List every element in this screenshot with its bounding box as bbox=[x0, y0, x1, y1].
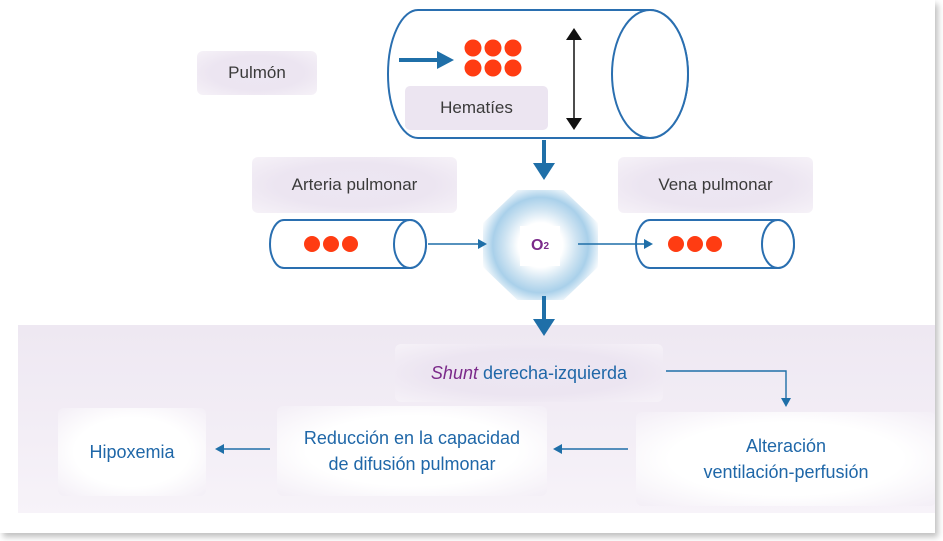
diagram-drawing bbox=[215, 9, 795, 454]
arrow-elbow-icon bbox=[666, 370, 791, 407]
hypoxemia-text: Hipoxemia bbox=[89, 442, 175, 462]
red-cells-text: Hematíes bbox=[440, 98, 513, 117]
shunt-label: Shunt derecha-izquierda bbox=[395, 344, 663, 402]
pulmonary-vein-text: Vena pulmonar bbox=[658, 175, 773, 194]
pulmonary-artery-text: Arteria pulmonar bbox=[291, 175, 418, 194]
diagram-frame: Pulmón Arteria pulmonar Vena pulmonar Sh… bbox=[18, 9, 935, 513]
pulmonary-vein-label: Vena pulmonar bbox=[618, 157, 813, 213]
ventilation-perfusion-box: Alteración ventilación-perfusión bbox=[636, 412, 935, 506]
arrow-right-icon bbox=[399, 51, 454, 69]
arrow-down-icon bbox=[533, 140, 555, 180]
vq-line2: ventilación-perfusión bbox=[703, 462, 869, 482]
red-cells-label: Hematíes bbox=[405, 86, 548, 130]
artery-vessel bbox=[269, 219, 427, 269]
vein-vessel bbox=[635, 219, 795, 269]
arrow-left-icon bbox=[553, 444, 628, 454]
diffusion-line2: de difusión pulmonar bbox=[328, 454, 496, 474]
lung-label-text: Pulmón bbox=[228, 63, 286, 82]
oxygen-subscript-top: 2 bbox=[543, 240, 549, 252]
vq-line1: Alteración bbox=[745, 436, 827, 456]
shunt-italic-text: Shunt bbox=[430, 362, 478, 383]
lung-label: Pulmón bbox=[197, 51, 317, 95]
diffusion-reduction-box: Reducción en la capacidad de difusión pu… bbox=[277, 406, 547, 496]
diffusion-line1: Reducción en la capacidad bbox=[303, 428, 521, 448]
pulmonary-artery-label: Arteria pulmonar bbox=[252, 157, 457, 213]
shunt-rest-text: derecha-izquierda bbox=[477, 362, 628, 383]
arrow-down-icon bbox=[533, 296, 555, 336]
arrow-left-icon bbox=[215, 444, 270, 454]
oxygen-symbol-top: O bbox=[530, 237, 544, 254]
red-cell-cluster bbox=[464, 39, 522, 77]
arrow-right-icon bbox=[428, 239, 487, 249]
arrow-right-icon bbox=[578, 239, 653, 249]
hypoxemia-box: Hipoxemia bbox=[58, 408, 206, 496]
double-arrow-icon bbox=[566, 28, 582, 130]
red-cells-label-box bbox=[405, 86, 548, 130]
